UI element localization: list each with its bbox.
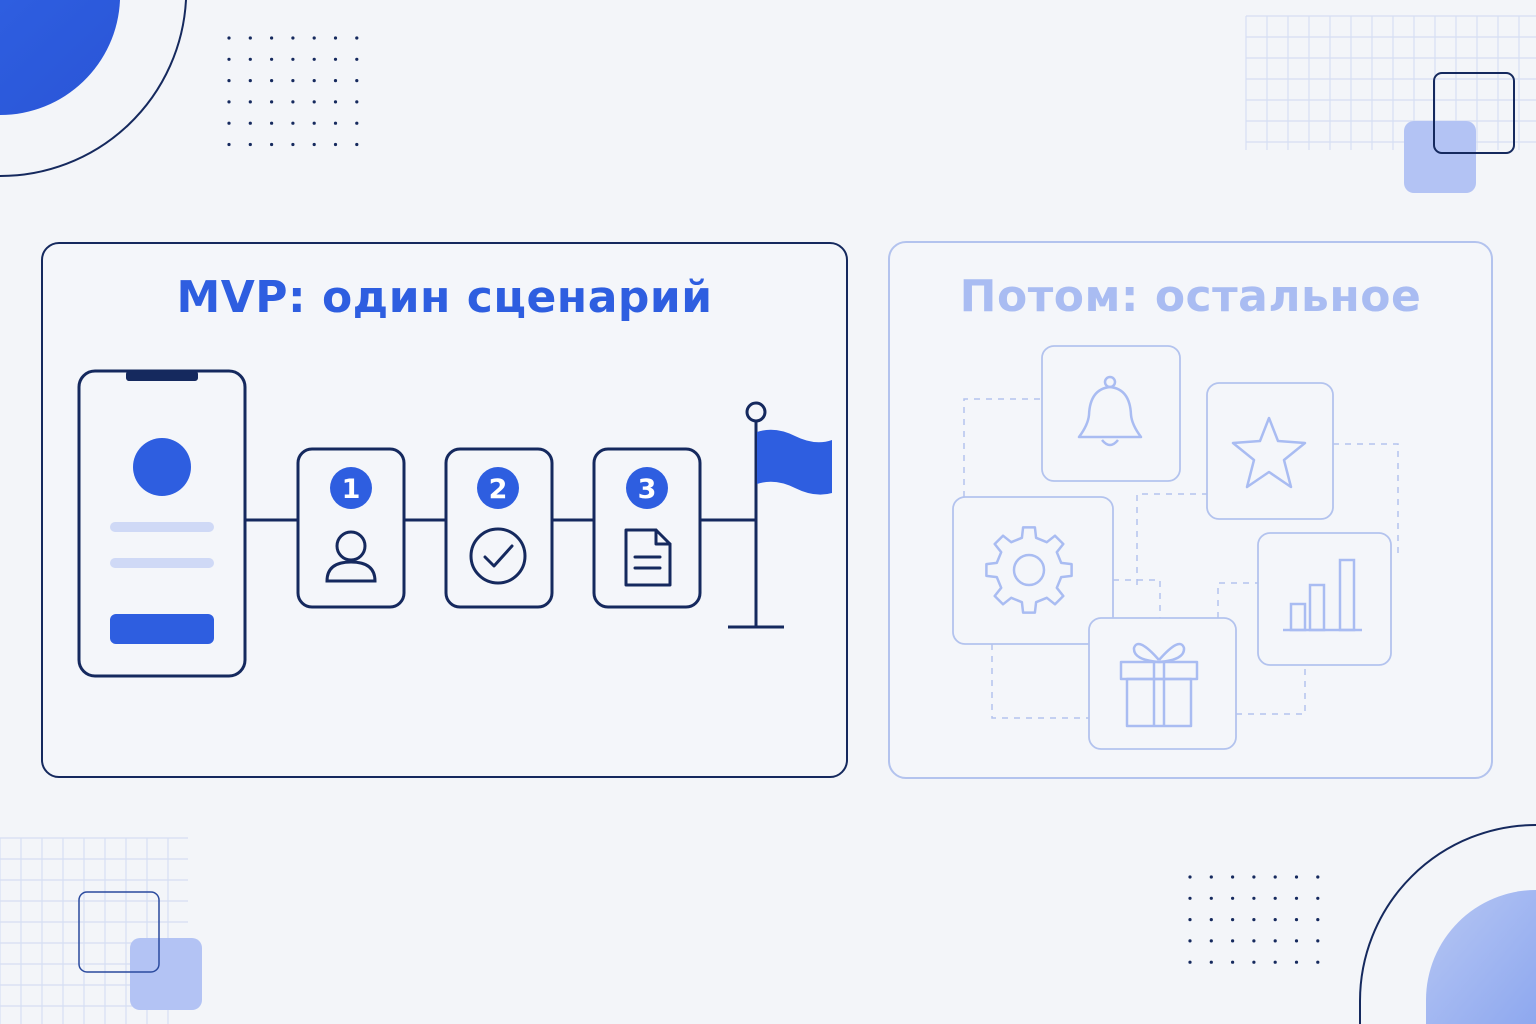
bell-card [1041, 345, 1181, 482]
user-icon [325, 530, 377, 583]
step-number-badge [477, 467, 519, 509]
step-card-1: 1 [296, 447, 406, 609]
corner-blob-bottom-right [1359, 824, 1536, 1024]
step-number: 1 [342, 474, 361, 505]
gear-icon [985, 526, 1073, 614]
line-grid-top-right [1245, 15, 1536, 150]
squares-top-right [1404, 72, 1515, 193]
step-card-2: 2 [444, 447, 554, 609]
step-number-badge [330, 467, 372, 509]
gear-card [952, 496, 1114, 645]
bell-icon [1077, 375, 1143, 447]
dashed-placeholders [963, 398, 1399, 719]
bar-chart-card [1257, 532, 1392, 666]
dot-grid-bottom-right [1188, 875, 1320, 964]
action-button-placeholder [110, 614, 214, 644]
text-line-placeholder [110, 558, 214, 568]
flag-icon [728, 401, 832, 629]
star-card [1206, 382, 1334, 520]
document-icon [624, 528, 672, 587]
corner-blob-top-left [0, 0, 187, 178]
phone-notch [126, 371, 198, 381]
mvp-panel-title: MVP: один сценарий [176, 272, 713, 323]
avatar-circle-icon [133, 438, 191, 496]
step-number: 2 [489, 474, 508, 505]
squares-bottom-left [78, 891, 202, 1010]
step-card-3: 3 [592, 447, 702, 609]
later-panel-title: Потом: остальное [959, 271, 1422, 322]
step-number-badge [626, 467, 668, 509]
bar-chart-icon [1283, 558, 1362, 632]
gift-icon [1119, 642, 1199, 728]
check-circle-icon [469, 527, 527, 585]
step-number: 3 [638, 474, 657, 505]
dot-grid-top-left [227, 36, 359, 147]
gift-card [1088, 617, 1237, 750]
star-icon [1231, 416, 1307, 489]
text-line-placeholder [110, 522, 214, 532]
phone-mockup [77, 369, 247, 678]
